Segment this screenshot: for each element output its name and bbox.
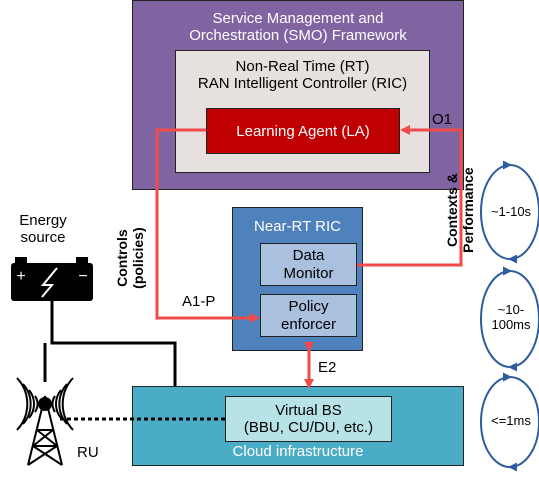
learning-agent-label: Learning Agent (LA) [236, 122, 370, 140]
controls-label-line2: (policies) [130, 227, 146, 289]
e2-label: E2 [318, 359, 337, 376]
controls-label-line1: Controls [113, 229, 130, 287]
policy-enforcer-line2: enforcer [280, 315, 337, 333]
energy-source-line1: Energy [19, 212, 67, 229]
energy-wire [50, 300, 177, 386]
controls-link [155, 128, 260, 323]
virtual-bs-line2: (BBU, CU/DU, etc.) [243, 419, 374, 436]
energy-source-label: Energy source [8, 212, 78, 247]
battery-icon [11, 257, 93, 301]
a1p-label: A1-P [182, 293, 216, 310]
policy-enforcer-line1: Policy [288, 298, 329, 316]
non-rt-ric-title: Non-Real Time (RT) RAN Intelligent Contr… [176, 58, 429, 93]
timescale-fast-label: <=1ms [491, 413, 531, 428]
timescale-slow-label: ~1-10s [490, 204, 532, 219]
non-rt-ric-title-line2: RAN Intelligent Controller (RIC) [197, 75, 408, 93]
timescale-mid-label: ~10- 100ms [483, 302, 539, 333]
smo-title: Service Management and Orchestration (SM… [133, 10, 463, 45]
antenna-icon [16, 377, 74, 466]
contexts-label-line1: Contexts & [443, 173, 460, 248]
learning-agent-box: Learning Agent (LA) [206, 108, 400, 154]
cycle-fast-icon [480, 372, 539, 472]
energy-source-line2: source [20, 229, 66, 247]
smo-title-line1: Service Management and [212, 10, 384, 27]
data-monitor-line2: Monitor [283, 264, 334, 282]
near-rt-ric-title: Near-RT RIC [254, 218, 341, 235]
smo-title-line2: Orchestration (SMO) Framework [189, 27, 407, 45]
timescale-mid-line1: ~10- [497, 302, 525, 317]
non-rt-ric-title-line1: Non-Real Time (RT) [235, 58, 370, 75]
data-monitor-line1: Data [292, 247, 325, 265]
o1-label: O1 [432, 111, 453, 128]
virtual-bs-line1: Virtual BS [275, 401, 342, 419]
ru-label: RU [77, 444, 99, 461]
policy-enforcer-box: Policy enforcer [260, 294, 357, 337]
contexts-link [357, 125, 463, 267]
contexts-label-line2: Performance [460, 167, 476, 253]
battery-minus: − [78, 268, 87, 285]
timescale-mid-line2: 100ms [491, 316, 531, 332]
data-monitor-box: Data Monitor [260, 243, 357, 286]
cycle-slow-icon [480, 160, 539, 264]
controls-label: Controls (policies) [114, 208, 146, 308]
battery-plus: + [16, 268, 25, 285]
virtual-bs-box: Virtual BS (BBU, CU/DU, etc.) [225, 396, 392, 442]
contexts-label: Contexts & Performance [444, 155, 476, 265]
cloud-label: Cloud infrastructure [232, 443, 364, 460]
